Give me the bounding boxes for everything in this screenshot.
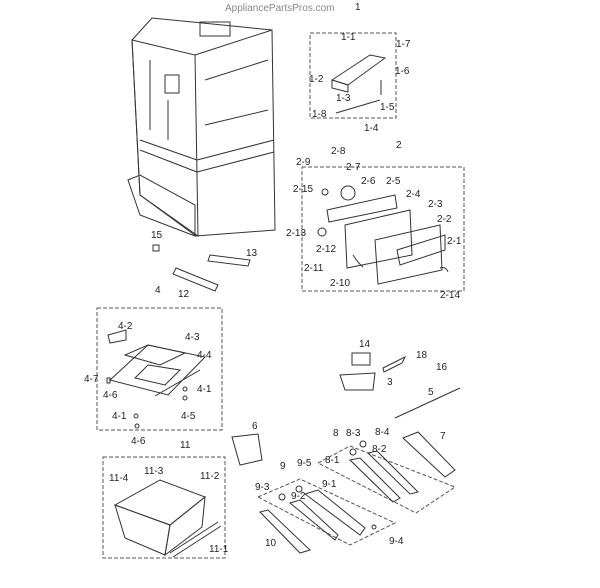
callout-label: 12 — [178, 289, 190, 300]
part-13 — [207, 254, 251, 267]
watermark: AppliancePartsPros.com — [225, 3, 335, 14]
callout-label: 4-1 — [197, 384, 212, 395]
callout-label: 9-1 — [322, 479, 337, 490]
callout-label: 1-2 — [309, 74, 324, 85]
group-box-9 — [256, 478, 397, 546]
group-box-8 — [316, 445, 457, 514]
callout-label: 16 — [436, 362, 448, 373]
callout-label: 1 — [355, 2, 361, 13]
callout-label: 1-4 — [364, 123, 379, 134]
callout-label: 2-5 — [386, 176, 401, 187]
callout-label: 2-7 — [346, 162, 361, 173]
callout-label: 9-5 — [297, 458, 312, 469]
part-4-drawer — [106, 329, 206, 429]
part-6 — [231, 433, 263, 466]
callout-label: 18 — [416, 350, 428, 361]
part-15 — [152, 244, 160, 252]
callout-label: 2-2 — [437, 214, 452, 225]
callout-label: 10 — [265, 538, 277, 549]
part-9-rails — [278, 485, 377, 541]
callout-label: 7 — [440, 431, 446, 442]
callout-label: 2-13 — [286, 228, 307, 239]
callout-label: 11-3 — [144, 466, 164, 477]
callout-label: 15 — [151, 230, 163, 241]
part-14 — [351, 352, 371, 366]
callout-label: 4-3 — [185, 332, 200, 343]
callout-label: 2 — [396, 140, 402, 151]
part-18 — [382, 355, 407, 373]
part-3 — [339, 372, 376, 391]
callout-label: 1-8 — [312, 109, 327, 120]
callout-label: 2-3 — [428, 199, 443, 210]
callout-label: 2-1 — [447, 236, 462, 247]
callout-label: 5 — [428, 387, 434, 398]
group-box-11 — [102, 456, 226, 559]
callout-label: 6 — [252, 421, 258, 432]
callout-label: 4 — [155, 285, 161, 296]
part-12 — [172, 267, 219, 292]
callout-label: 9-2 — [291, 491, 306, 502]
callout-label: 1-3 — [336, 93, 351, 104]
part-5 — [394, 387, 461, 419]
callout-label: 4-4 — [197, 350, 212, 361]
callout-label: 9-4 — [389, 536, 404, 547]
callout-label: 2-12 — [316, 244, 337, 255]
callout-label: 2-9 — [296, 157, 311, 168]
callout-label: 2-4 — [406, 189, 421, 200]
callout-label: 1-1 — [341, 32, 356, 43]
callout-label: 2-15 — [293, 184, 314, 195]
part-10 — [259, 509, 311, 554]
callout-label: 4-5 — [181, 411, 196, 422]
refrigerator-cabinet — [127, 17, 276, 237]
callout-label: 8-4 — [375, 427, 390, 438]
callout-label: 1-7 — [396, 39, 411, 50]
callout-label: 8-1 — [325, 455, 340, 466]
part-8-rails — [348, 440, 419, 503]
callout-label: 4-6 — [131, 436, 146, 447]
callout-label: 2-14 — [440, 290, 461, 301]
callout-label: 4-7 — [84, 374, 99, 385]
callout-label: 4-2 — [118, 321, 133, 332]
callout-label: 14 — [359, 339, 371, 350]
part-11-basket — [113, 479, 222, 558]
callout-label: 11 — [180, 440, 191, 451]
callout-label: 4-6 — [103, 390, 118, 401]
part-2-assembly — [317, 185, 449, 285]
callout-label: 3 — [387, 377, 393, 388]
callout-label: 11-2 — [200, 471, 220, 482]
callout-label: 13 — [246, 248, 258, 259]
part-7 — [402, 431, 456, 478]
callout-label: 8-2 — [372, 444, 387, 455]
callout-label: 9 — [280, 461, 286, 472]
group-box-1 — [309, 32, 397, 119]
callout-label: 1-5 — [380, 102, 395, 113]
callout-label: 11-4 — [109, 473, 129, 484]
callout-label: 2-8 — [331, 146, 346, 157]
callout-label: 2-6 — [361, 176, 376, 187]
group-box-2 — [301, 166, 465, 292]
part-1-assembly — [330, 54, 387, 114]
group-box-4 — [96, 307, 223, 431]
callout-label: 1-6 — [395, 66, 410, 77]
callout-label: 9-3 — [255, 482, 270, 493]
callout-label: 4-1 — [112, 411, 127, 422]
callout-label: 2-11 — [304, 263, 324, 274]
callout-label: 2-10 — [330, 278, 351, 289]
callout-label: 8-3 — [346, 428, 361, 439]
callout-label: 11-1 — [209, 544, 229, 555]
callout-label: 8 — [333, 428, 339, 439]
